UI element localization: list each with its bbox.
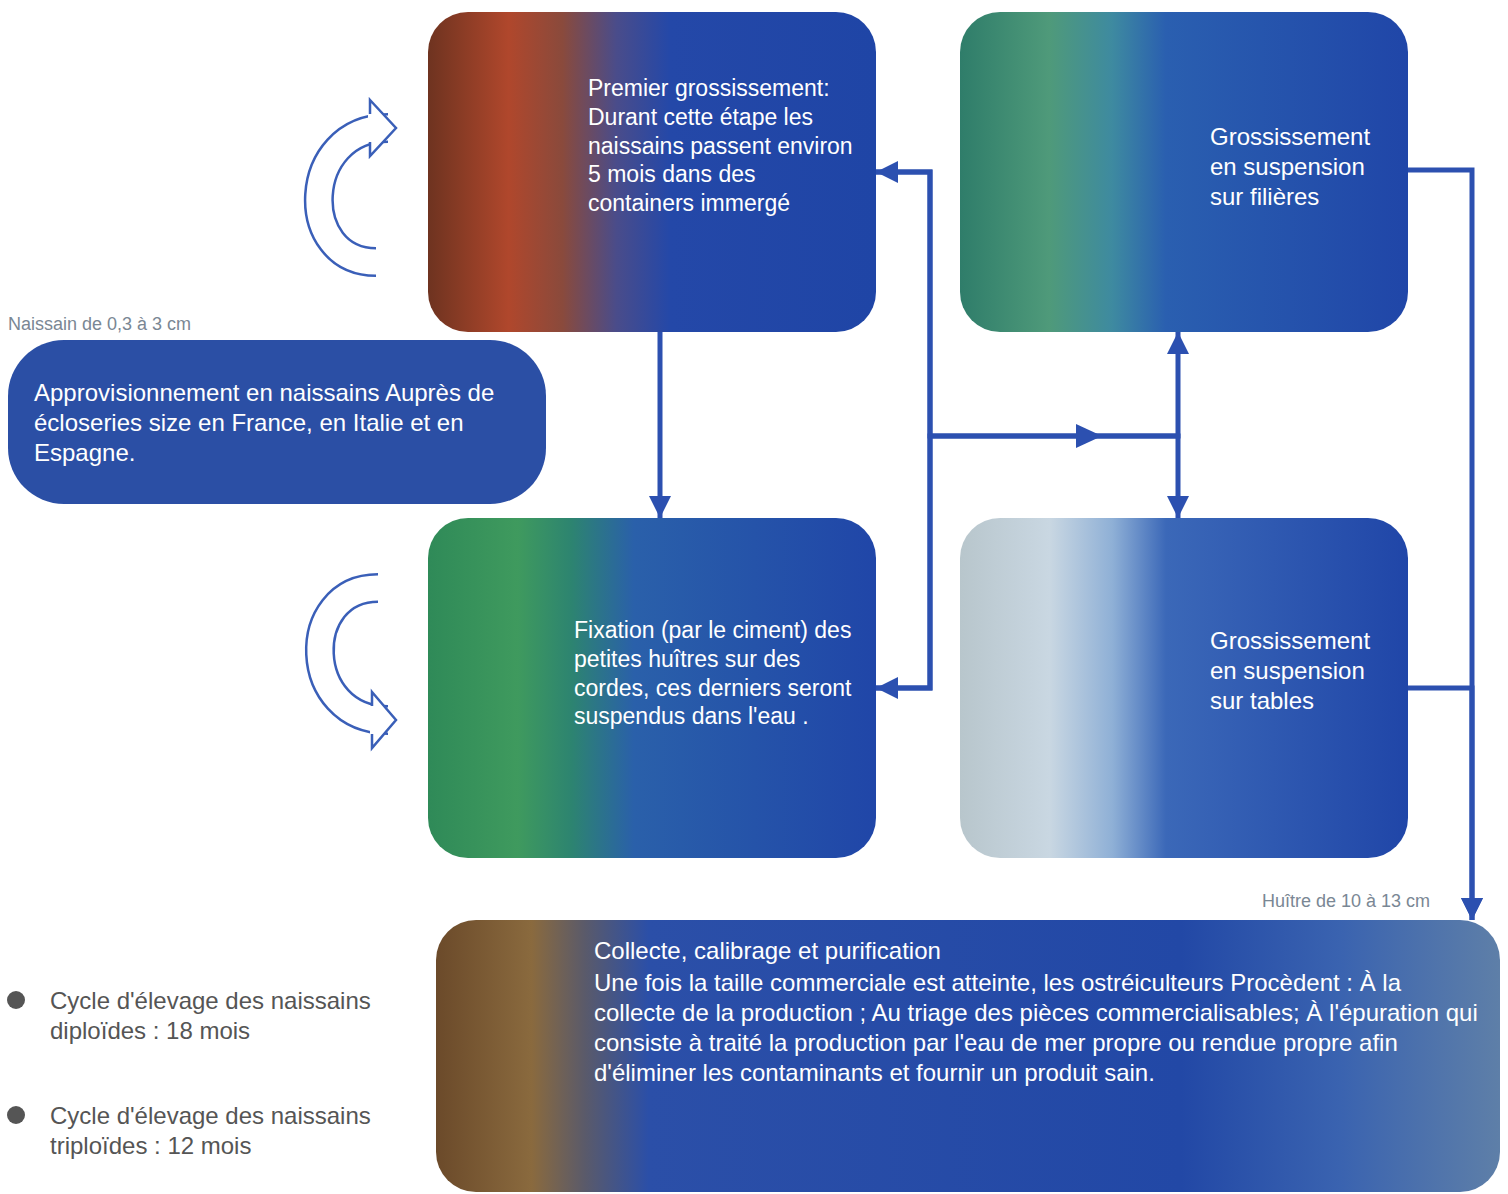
- box-text: Premier grossissement: Durant cette étap…: [588, 74, 866, 218]
- cycle-arrow: [319, 100, 396, 262]
- bullet-dot: [7, 1106, 25, 1124]
- process-box: Premier grossissement: Durant cette étap…: [428, 12, 876, 332]
- process-box: Fixation (par le ciment) des petites huî…: [428, 518, 876, 858]
- text-area: Grossissement en suspension sur tables: [1210, 626, 1392, 716]
- cycle-arrow: [320, 588, 396, 748]
- flow-arrow: [876, 172, 930, 688]
- process-box: Approvisionnement en naissains Auprès de…: [8, 340, 546, 504]
- text-area: Grossissement en suspension sur filières: [1210, 122, 1392, 212]
- size-note: Huître de 10 à 13 cm: [1130, 890, 1430, 913]
- text-area: Premier grossissement: Durant cette étap…: [588, 74, 866, 218]
- box-text: Fixation (par le ciment) des petites huî…: [574, 616, 868, 731]
- text-area: Approvisionnement en naissains Auprès de…: [34, 378, 526, 468]
- box-text: Approvisionnement en naissains Auprès de…: [34, 378, 526, 468]
- flow-arrow: [1408, 170, 1472, 920]
- cycle-note: Cycle d'élevage des naissains triploïdes…: [50, 1101, 422, 1161]
- cycle-note: Cycle d'élevage des naissains diploïdes …: [50, 986, 422, 1046]
- flow-arrow: [658, 332, 663, 518]
- box-text: Une fois la taille commerciale est attei…: [594, 968, 1484, 1088]
- box-text: Grossissement en suspension sur tables: [1210, 626, 1392, 716]
- flow-arrow: [1408, 688, 1472, 920]
- process-box: Grossissement en suspension sur filières: [960, 12, 1408, 332]
- box-text: Grossissement en suspension sur filières: [1210, 122, 1392, 212]
- box-heading: Collecte, calibrage et purification: [594, 936, 1484, 966]
- process-box: Grossissement en suspension sur tables: [960, 518, 1408, 858]
- process-box: Collecte, calibrage et purificationUne f…: [436, 920, 1500, 1192]
- text-area: Fixation (par le ciment) des petites huî…: [574, 616, 868, 731]
- bullet-dot: [7, 991, 25, 1009]
- text-area: Collecte, calibrage et purificationUne f…: [594, 936, 1484, 1088]
- size-note: Naissain de 0,3 à 3 cm: [8, 313, 328, 336]
